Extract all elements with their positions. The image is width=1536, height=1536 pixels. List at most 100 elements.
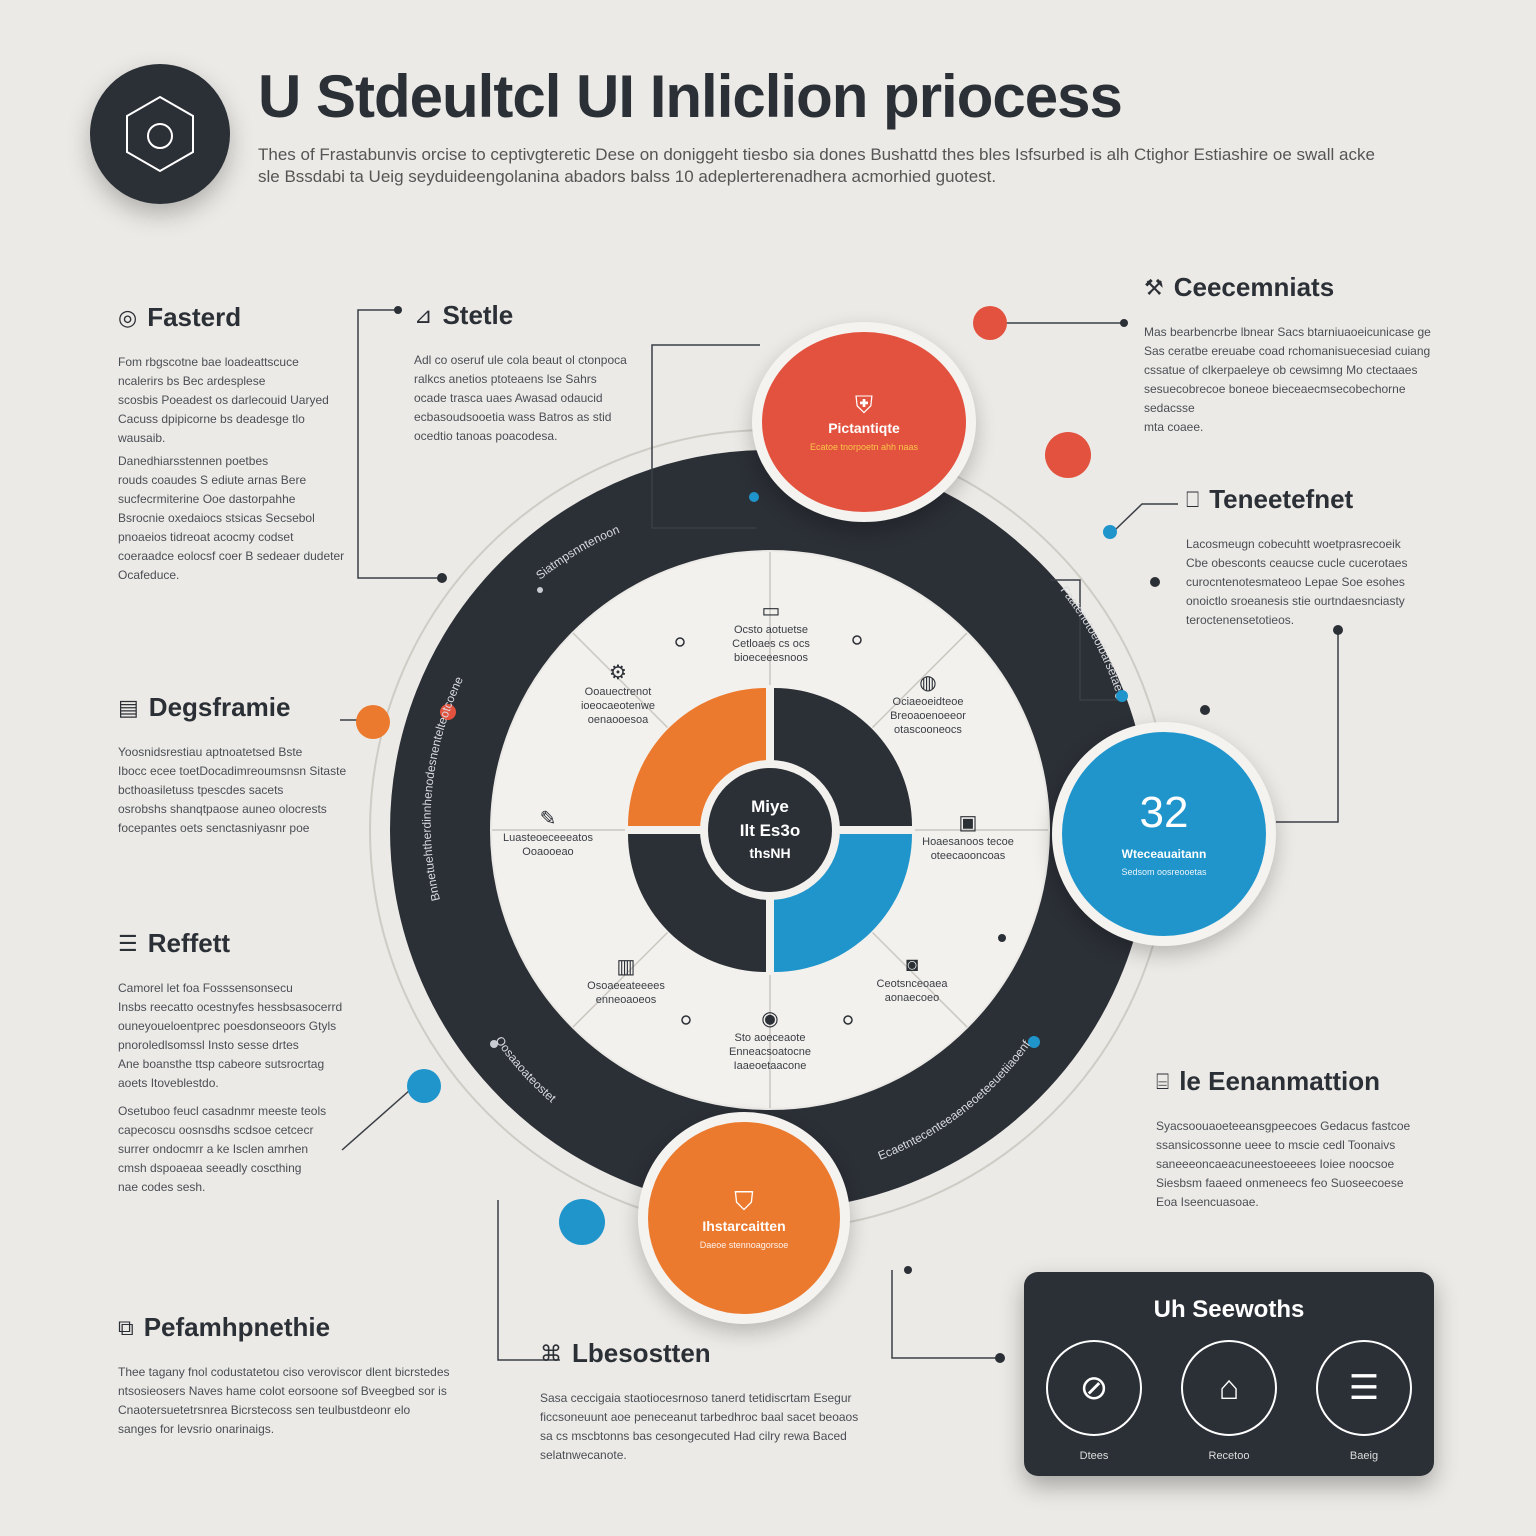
- section-title-text: Stetle: [442, 300, 514, 330]
- body-line: Camorel let foa Fosssensonsecu: [118, 981, 293, 995]
- frame-icon: ▣: [958, 812, 978, 834]
- section-title-text: le Eenanmattion: [1179, 1066, 1381, 1096]
- body-line: Insbs reecatto ocestnyfes hessbsasocerrd: [118, 1000, 343, 1014]
- body-line: Fom rbgscotne bae loadeattscuce: [118, 355, 299, 369]
- section-title: ▤ Degsframie: [118, 692, 358, 723]
- segment-label: Ooaooeao: [522, 846, 574, 858]
- body-line: Danedhiarsstennen poetbes: [118, 454, 269, 468]
- book-icon: ⎕: [1186, 486, 1200, 512]
- section-title-text: Fasterd: [147, 302, 242, 332]
- section-title-text: Teneetefnet: [1209, 484, 1354, 514]
- house-icon: ⌂: [1181, 1340, 1277, 1436]
- segment-label: Ociaeoeidteoe: [892, 696, 964, 708]
- body-line: Thee tagany fnol codustatetou ciso verov…: [118, 1365, 450, 1379]
- segment-label: Osoaeeateeees: [587, 980, 665, 992]
- bubble-bottom-label: Ihstarcaitten: [702, 1218, 786, 1234]
- body-line: teroctenensetotieos.: [1186, 613, 1295, 627]
- small-red-dot-2: [1045, 432, 1091, 478]
- body-line: scosbis Poeadest os darlecouid Uaryed: [118, 393, 329, 407]
- segment-label: Ceotsnceoaea: [876, 978, 948, 990]
- segment-label: Enneacsoatocne: [729, 1046, 811, 1058]
- segment-label: aonaecoeo: [884, 992, 940, 1004]
- document-icon: ▤: [118, 694, 139, 720]
- section-title-text: Lbesostten: [572, 1338, 711, 1368]
- panel-item-3[interactable]: ☰ Baeig: [1316, 1340, 1412, 1462]
- bubble-top-label: Pictantiqte: [828, 420, 900, 436]
- body-line: Cacuss dpipicorne bs deadesge tlo: [118, 412, 305, 426]
- segment-label: oteecaooncoas: [930, 850, 1006, 862]
- segment-label: Hoaesanoos tecoe: [922, 836, 1014, 848]
- section-title: ⊿Stetle: [414, 300, 644, 331]
- small-blue-dot-1: [407, 1069, 441, 1103]
- body-line: Ane boansthe ttsp cabeore sutsrocrtag: [118, 1057, 325, 1071]
- section-title-text: Reffett: [147, 928, 231, 958]
- segment-label: Iaaeoetaacone: [733, 1060, 807, 1072]
- body-line: nae codes sesh.: [118, 1180, 206, 1194]
- body-line: saneeeoncaeacuneestoeeees Ioiee noocsoe: [1156, 1157, 1395, 1171]
- body-line: Cnaotersuetetrsnrea Bicrstecoss sen teul…: [118, 1403, 411, 1417]
- panel-item-label: Baeig: [1349, 1450, 1379, 1462]
- body-line: Yoosnidsrestiau aptnoatetsed Bste: [118, 745, 303, 759]
- body-line: capecoscu oosnsdhs scdsoe cetcecr: [118, 1123, 314, 1137]
- body-line: wausaib.: [118, 431, 166, 445]
- body-line: Bsrocnie oxedaiocs stsicas Secsebol: [118, 511, 315, 525]
- section-title: ⌘ Lbesostten: [540, 1338, 870, 1369]
- body-line: Lacosmeugn cobecuhtt woetprasrecoeik: [1186, 537, 1401, 551]
- body-line: ssansicossonne ueee to mscie cedl Toonai…: [1156, 1138, 1396, 1152]
- body-line: Ibocc ecee toetDocadimreoumsnsn Sitaste: [118, 764, 347, 778]
- section-title: ◎ Fasterd: [118, 302, 348, 333]
- panel-title: Uh Seewoths: [1153, 1296, 1305, 1323]
- section-body: Adl co oseruf ule cola beaut ol ctonpoca…: [414, 351, 644, 446]
- center-line-3: thsNH: [749, 845, 790, 861]
- globe-icon: ◍: [919, 672, 937, 694]
- body-line: sucfecrmiterine Ooe dastorpahhe: [118, 492, 296, 506]
- bubble-right-sub: Sedsom oosreooetas: [1121, 867, 1207, 877]
- small-blue-dot-2: [559, 1199, 605, 1245]
- segment-label: otascooneocs: [894, 724, 962, 736]
- bubble-right: 32 Wteceauaitann Sedsom oosreooetas: [1052, 722, 1276, 946]
- frame-icon: ⧉: [118, 1314, 134, 1340]
- panel-item-label: Dtees: [1079, 1450, 1109, 1462]
- body-line: surrer ondocmrr a ke Isclen amrhen: [118, 1142, 309, 1156]
- panel-item-2[interactable]: ⌂ Recetoo: [1181, 1340, 1277, 1462]
- body-line: cssatue of clkerpaeleye ob cewsimng Mo c…: [1144, 363, 1418, 377]
- segment-label: Breoaoenoeeor: [890, 710, 966, 722]
- panel-item-1[interactable]: ⊘ Dtees: [1046, 1340, 1142, 1462]
- center-line-2: Ilt Es3o: [740, 821, 800, 840]
- bubble-bottom-sub: Daeoe stennoagorsoe: [699, 1240, 789, 1250]
- center-line-1: Miye: [751, 797, 789, 816]
- gear-icon: ⚙: [609, 662, 627, 684]
- body-line: Eoa Iseencuasoae.: [1156, 1195, 1259, 1209]
- center-core: [708, 768, 832, 892]
- hexagon-icon: [126, 95, 194, 173]
- brain-icon: ⌘: [540, 1340, 562, 1366]
- body-line: Mas bearbencrbe lbnear Sacs btarniuaoeic…: [1144, 325, 1431, 339]
- camera-icon: ◙: [905, 954, 919, 976]
- camera-icon: ◎: [118, 304, 138, 330]
- body-line: ocade trasca uaes Awasad odaucid: [414, 391, 603, 405]
- body-line: Sas ceratbe ereuabe coad rchomanisuecesi…: [1144, 344, 1431, 358]
- body-line: Ocafeduce.: [118, 568, 180, 582]
- section-title-text: Degsframie: [148, 692, 291, 722]
- logo: [90, 64, 230, 204]
- body-line: Adl co oseruf ule cola beaut ol ctonpoca: [414, 353, 627, 367]
- panel-item-label: Recetoo: [1208, 1450, 1250, 1462]
- segment-label: enneoaoeos: [595, 994, 657, 1006]
- body-line: pnoaeios tidreoat acocmy codset: [118, 530, 294, 544]
- tiny-red-dot: [440, 704, 456, 720]
- segment-label: Ocsto aotuetse: [734, 624, 808, 636]
- segment-label: oenaooesoa: [587, 714, 649, 726]
- body-line: ntsosieosers Naves hame colot eorsoone s…: [118, 1384, 447, 1398]
- body-line: cmsh dspoaeaa seeadly coscthing: [118, 1161, 302, 1175]
- bar-chart-icon: ▥: [616, 956, 636, 978]
